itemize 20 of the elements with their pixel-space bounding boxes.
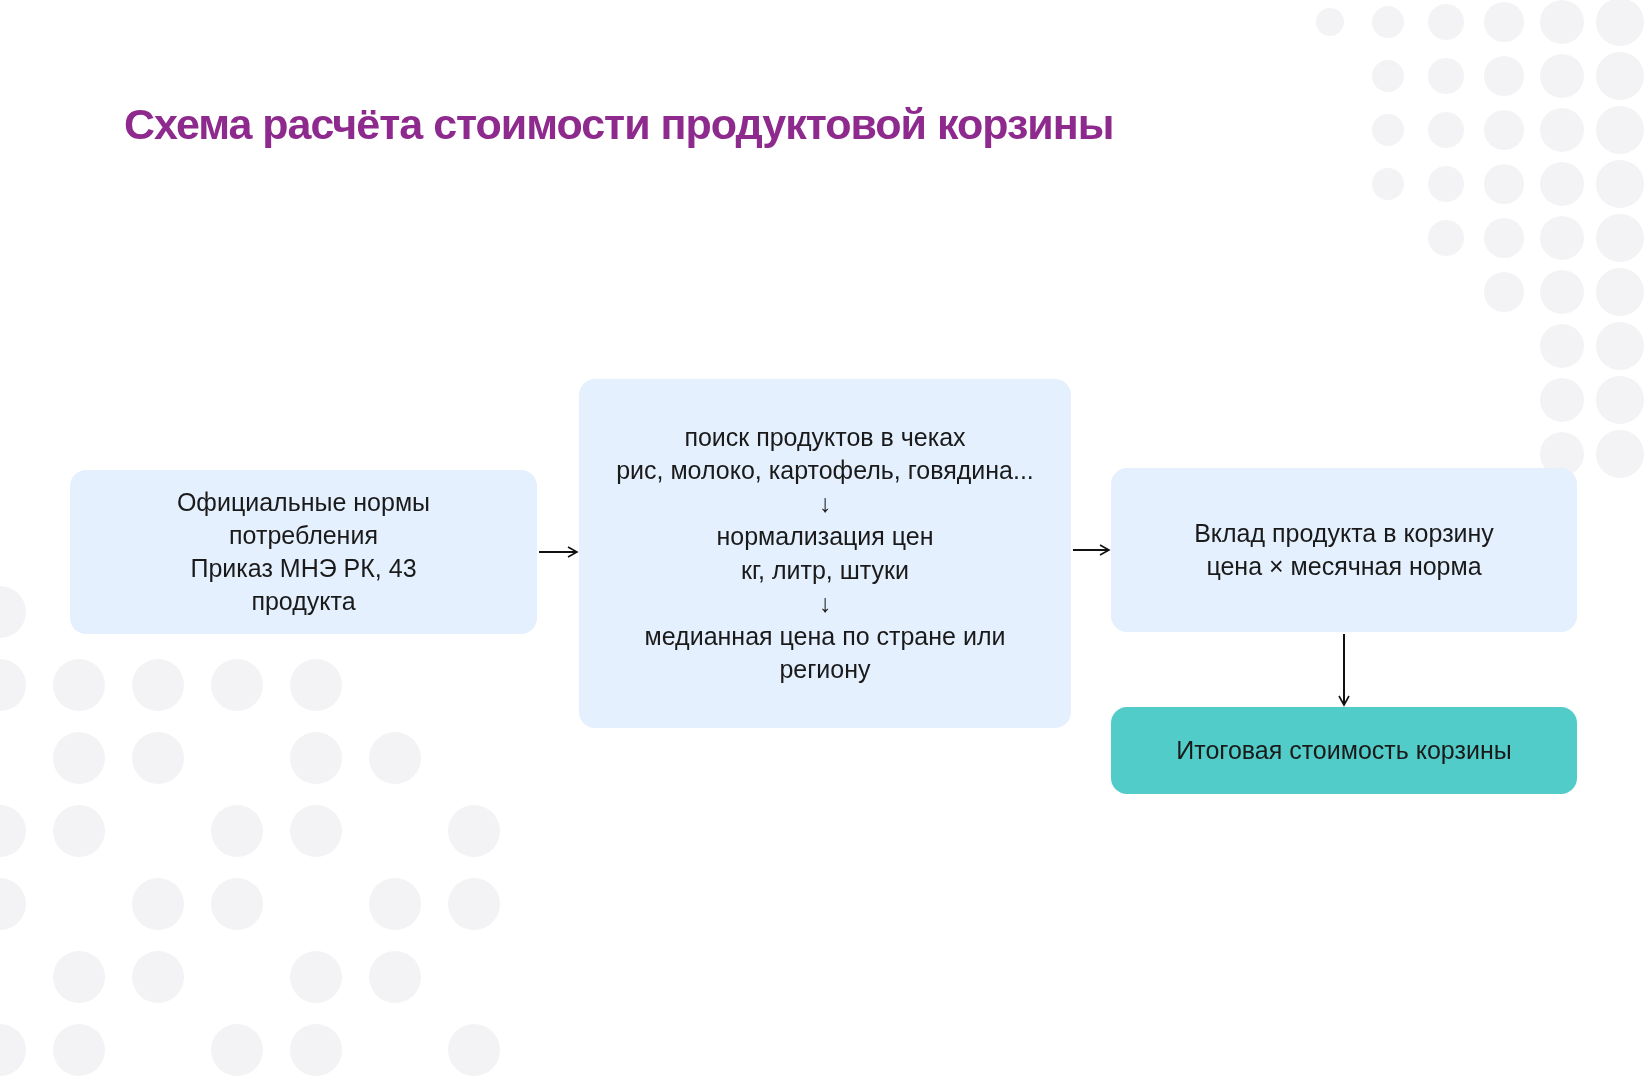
node-text: Итоговая стоимость корзины [1176,734,1512,766]
process-box [70,470,537,634]
node-text: нормализация цен [716,521,934,553]
arrow [538,546,578,558]
node-text: ↓ [818,587,832,619]
node-text: рис, молоко, картофель, говядина... [616,454,1034,486]
node-text: цена × месячная норма [1206,551,1482,582]
node-text: поиск продуктов в чеках [684,421,966,453]
process-box [1111,468,1577,632]
result-box [1111,707,1577,794]
node-text: медианная цена по стране или региону [643,621,1007,686]
node-text: Официальные нормы потребления [175,486,432,551]
arrow [1072,544,1110,556]
node-text: ↓ [818,488,832,519]
arrow [1338,633,1350,706]
node-text: Вклад продукта в корзину [1194,517,1494,549]
title: Схема расчёта стоимости продуктовой корзины [124,100,1114,149]
node-text: кг, литр, штуки [741,554,909,586]
process-box [579,379,1071,728]
node-text: Приказ МНЭ РК, 43 продукта [189,553,418,618]
